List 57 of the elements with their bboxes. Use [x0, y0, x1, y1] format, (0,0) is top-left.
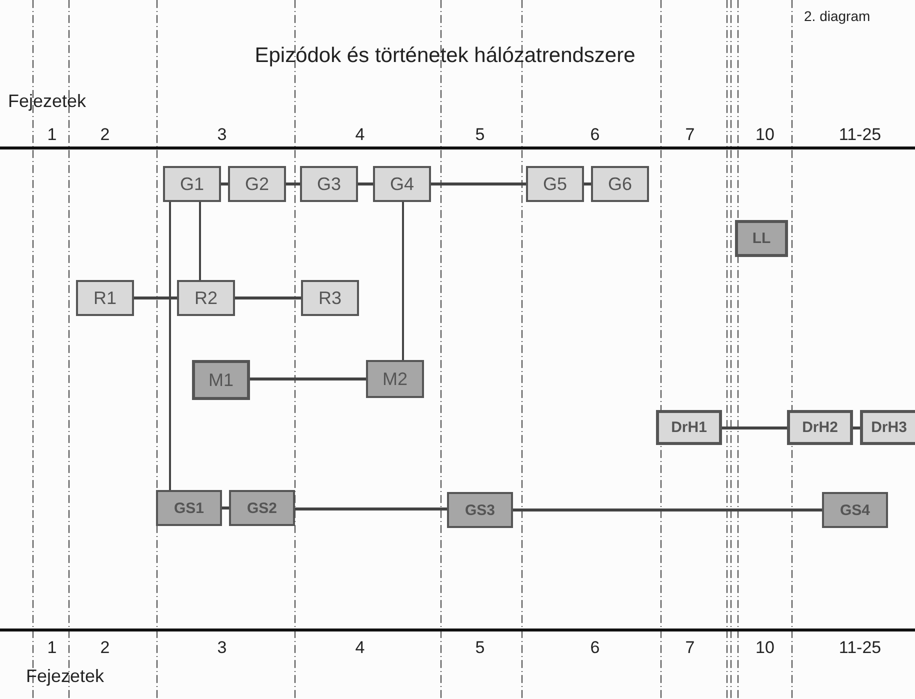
connector-line — [431, 182, 526, 186]
chapter-number: 5 — [475, 638, 485, 658]
connector-line — [295, 508, 447, 510]
chapter-number: 6 — [590, 638, 600, 658]
episode-box: GS1 — [156, 490, 222, 526]
chapter-number: 3 — [217, 638, 227, 658]
connector-line — [402, 202, 404, 360]
connector-line — [584, 182, 591, 186]
episode-box: R2 — [177, 280, 235, 316]
episode-box: R3 — [301, 280, 359, 316]
episode-box: DrH1 — [656, 410, 722, 445]
chapter-number: 11-25 — [838, 638, 882, 658]
episode-box: G6 — [591, 166, 649, 202]
chapter-number: 7 — [685, 638, 695, 658]
connector-line — [134, 296, 177, 300]
episode-box: GS2 — [229, 490, 295, 526]
connector-line — [853, 426, 860, 430]
episode-box: R1 — [76, 280, 134, 316]
chapter-number: 1 — [47, 638, 57, 658]
chapter-number: 11-25 — [838, 125, 882, 145]
episode-box: G2 — [228, 166, 286, 202]
chapter-number: 6 — [590, 125, 600, 145]
episode-box: DrH2 — [787, 410, 853, 445]
chapter-number: 5 — [475, 125, 485, 145]
connector-line — [286, 182, 300, 186]
chapter-number: 2 — [100, 638, 110, 658]
connector-line — [235, 296, 301, 300]
episode-box: G3 — [300, 166, 358, 202]
connector-line — [199, 202, 201, 280]
chapter-number: 2 — [100, 125, 110, 145]
chapter-number: 7 — [685, 125, 695, 145]
connector-line — [169, 202, 171, 490]
chapter-number: 4 — [355, 125, 365, 145]
episode-box: DrH3 — [860, 410, 915, 445]
chapter-number: 10 — [756, 638, 774, 658]
diagram-title: Epizódok és történetek hálózatrendszere — [254, 44, 636, 68]
connector-line — [250, 378, 366, 380]
chapter-number: 1 — [47, 125, 57, 145]
episode-box: LL — [735, 220, 788, 257]
connector-line — [513, 508, 822, 512]
episode-box: G5 — [526, 166, 584, 202]
diagram-number: 2. diagram — [804, 8, 870, 24]
episode-box: M1 — [192, 360, 250, 400]
chapter-number: 3 — [217, 125, 227, 145]
episode-box: M2 — [366, 360, 424, 398]
episode-box: G4 — [373, 166, 431, 202]
connector-line — [221, 182, 228, 186]
connector-line — [358, 182, 373, 186]
episode-box: GS4 — [822, 492, 888, 528]
axis-title: Fejezetek — [26, 666, 104, 687]
chapter-number: 4 — [355, 638, 365, 658]
episode-box: G1 — [163, 166, 221, 202]
connector-line — [722, 426, 787, 430]
axis-title: Fejezetek — [8, 91, 86, 112]
episode-box: GS3 — [447, 492, 513, 528]
chapter-number: 10 — [756, 125, 774, 145]
connector-line — [222, 506, 229, 510]
